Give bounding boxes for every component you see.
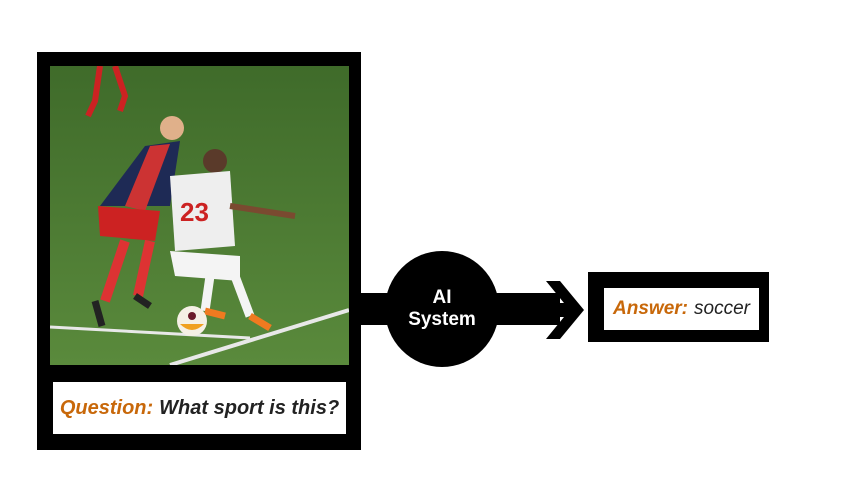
answer-frame: Answer: soccer [588,272,769,342]
answer-label: Answer: [613,298,688,319]
answer-text: soccer [694,298,750,319]
arrow-head-icon [540,281,584,339]
answer-box: Answer: soccer [604,288,759,330]
question-text: What sport is this? [159,396,340,419]
question-box: Question: What sport is this? [53,382,346,434]
question-label: Question: [59,396,154,419]
input-frame: 23 Question: What sport is this? [37,52,361,450]
svg-text:23: 23 [180,197,209,227]
soccer-photo: 23 [50,66,349,365]
ai-system-node: AI System [385,251,499,367]
ai-system-line1: AI [432,287,452,308]
ai-system-line2: System [408,309,476,330]
